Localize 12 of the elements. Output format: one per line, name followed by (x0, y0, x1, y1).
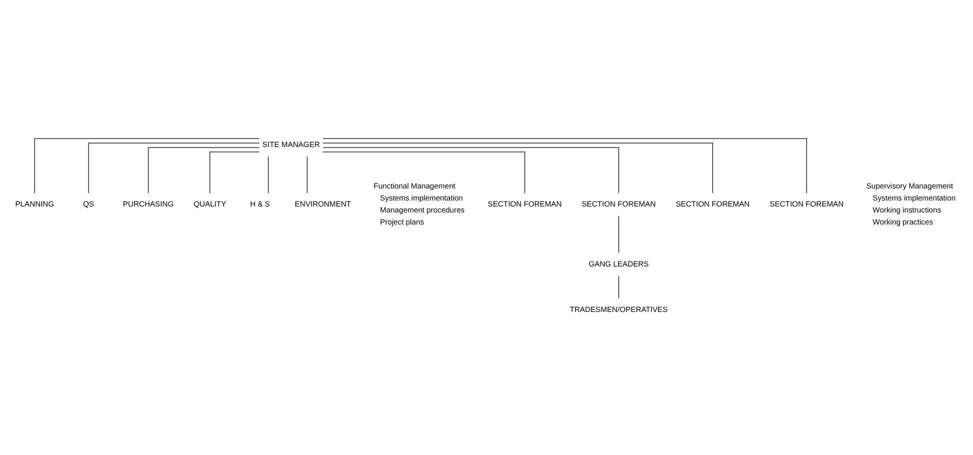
connector (322, 152, 525, 194)
connector (209, 152, 260, 194)
connector (322, 147, 619, 194)
connector (618, 216, 619, 254)
connector (88, 142, 260, 194)
connector (147, 147, 260, 194)
connector (306, 156, 307, 194)
connector (618, 276, 619, 299)
connector (267, 156, 268, 194)
connector (34, 138, 259, 194)
connector (322, 142, 713, 194)
connector (322, 138, 806, 194)
